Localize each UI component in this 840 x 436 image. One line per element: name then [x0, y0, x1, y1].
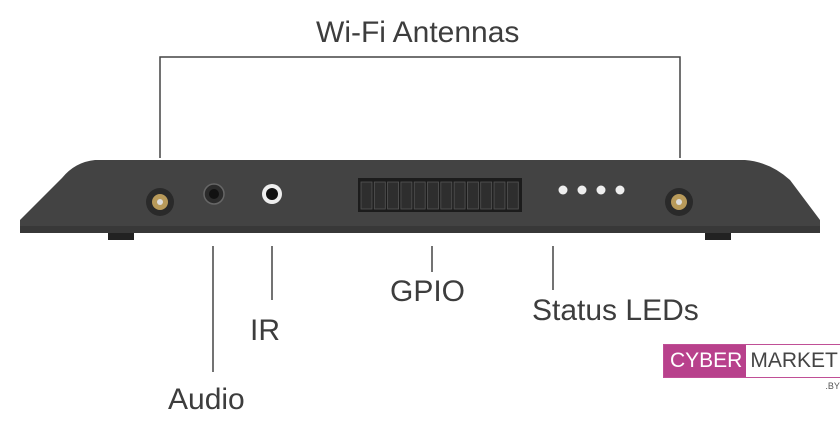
- audio-jack: [203, 183, 225, 205]
- wifi-antennas-label: Wi-Fi Antennas: [316, 16, 520, 49]
- gpio-pin: [360, 181, 373, 210]
- audio-label: Audio: [168, 383, 245, 416]
- status-leds: [558, 185, 625, 195]
- callout-lines: [159, 56, 681, 372]
- gpio-pin: [400, 181, 413, 210]
- gpio-terminal: [358, 178, 522, 212]
- left-foot: [108, 233, 134, 240]
- ir-label: IR: [250, 314, 280, 347]
- gpio-pin: [440, 181, 453, 210]
- gpio-pin: [373, 181, 386, 210]
- status-leds-label: Status LEDs: [532, 294, 699, 327]
- gpio-pin: [493, 181, 506, 210]
- cybermarket-watermark: CYBER MARKET .BY: [663, 344, 840, 391]
- watermark-suffix: .BY: [825, 381, 840, 391]
- watermark-part2: MARKET: [750, 349, 838, 372]
- gpio-pin: [387, 181, 400, 210]
- ir-port: [262, 184, 282, 204]
- antenna-connector-right: [665, 188, 693, 216]
- gpio-pin: [480, 181, 493, 210]
- gpio-pin: [506, 181, 519, 210]
- gpio-pin: [413, 181, 426, 210]
- right-foot: [705, 233, 731, 240]
- wifi-bracket: [159, 56, 681, 158]
- gpio-label: GPIO: [390, 275, 466, 308]
- gpio-pin: [466, 181, 479, 210]
- watermark-part1: CYBER: [664, 345, 747, 377]
- gpio-pin: [427, 181, 439, 210]
- gpio-pin: [453, 181, 466, 210]
- antenna-connector-left: [146, 188, 174, 216]
